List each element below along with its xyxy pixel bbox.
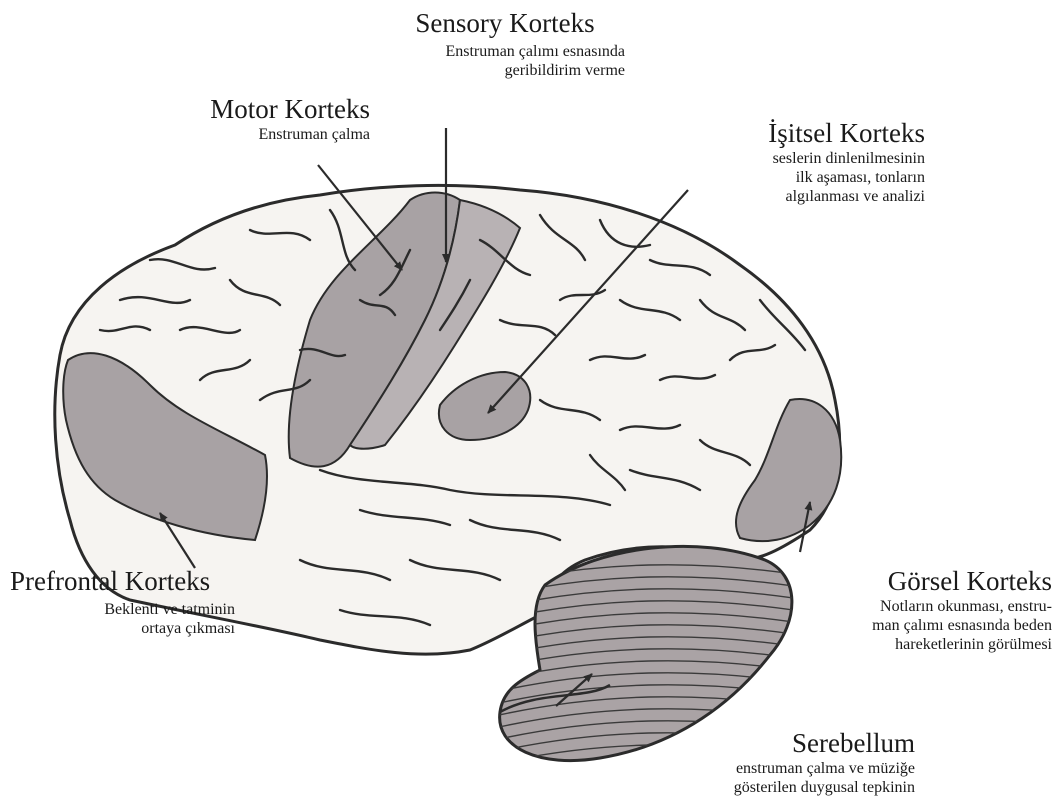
cerebellum-desc-line: enstruman çalma ve müziğe	[660, 760, 915, 779]
visual-desc-line: Notların okunması, enstru-	[810, 598, 1052, 617]
prefrontal-desc-line: ortaya çıkması	[30, 620, 235, 639]
prefrontal-cortex-label: Prefrontal Korteks	[10, 566, 250, 598]
sensory-desc-line: Enstruman çalımı esnasında	[360, 43, 625, 62]
motor-desc-line: Enstruman çalma	[180, 126, 370, 145]
prefrontal-desc-line: Beklenti ve tatminin	[30, 601, 235, 620]
visual-cortex-label: Görsel Korteks Notların okunması, enstru…	[810, 566, 1052, 654]
prefrontal-cortex-title: Prefrontal Korteks	[10, 566, 250, 598]
visual-cortex-title: Görsel Korteks	[810, 566, 1052, 598]
auditory-cortex-title: İşitsel Korteks	[690, 118, 925, 150]
motor-cortex-title: Motor Korteks	[180, 94, 370, 126]
sensory-cortex-label: Sensory Korteks	[385, 8, 625, 40]
auditory-desc-line: seslerin dinlenilmesinin	[690, 150, 925, 169]
prefrontal-cortex-description: Beklenti ve tatminin ortaya çıkması	[30, 601, 235, 639]
sensory-cortex-title: Sensory Korteks	[385, 8, 625, 40]
cerebellum-label: Serebellum enstruman çalma ve müziğe gös…	[660, 728, 915, 798]
sensory-cortex-description: Enstruman çalımı esnasında geribildirim …	[360, 43, 625, 81]
auditory-desc-line: algılanması ve analizi	[690, 188, 925, 207]
motor-cortex-label: Motor Korteks Enstruman çalma	[180, 94, 370, 145]
visual-desc-line: hareketlerinin görülmesi	[810, 636, 1052, 655]
cerebellum-title: Serebellum	[660, 728, 915, 760]
auditory-desc-line: ilk aşaması, tonların	[690, 169, 925, 188]
auditory-cortex-label: İşitsel Korteks seslerin dinlenilmesinin…	[690, 118, 925, 206]
visual-desc-line: man çalımı esnasında beden	[810, 617, 1052, 636]
cerebellum-desc-line: gösterilen duygusal tepkinin	[660, 779, 915, 798]
sensory-desc-line: geribildirim verme	[360, 62, 625, 81]
